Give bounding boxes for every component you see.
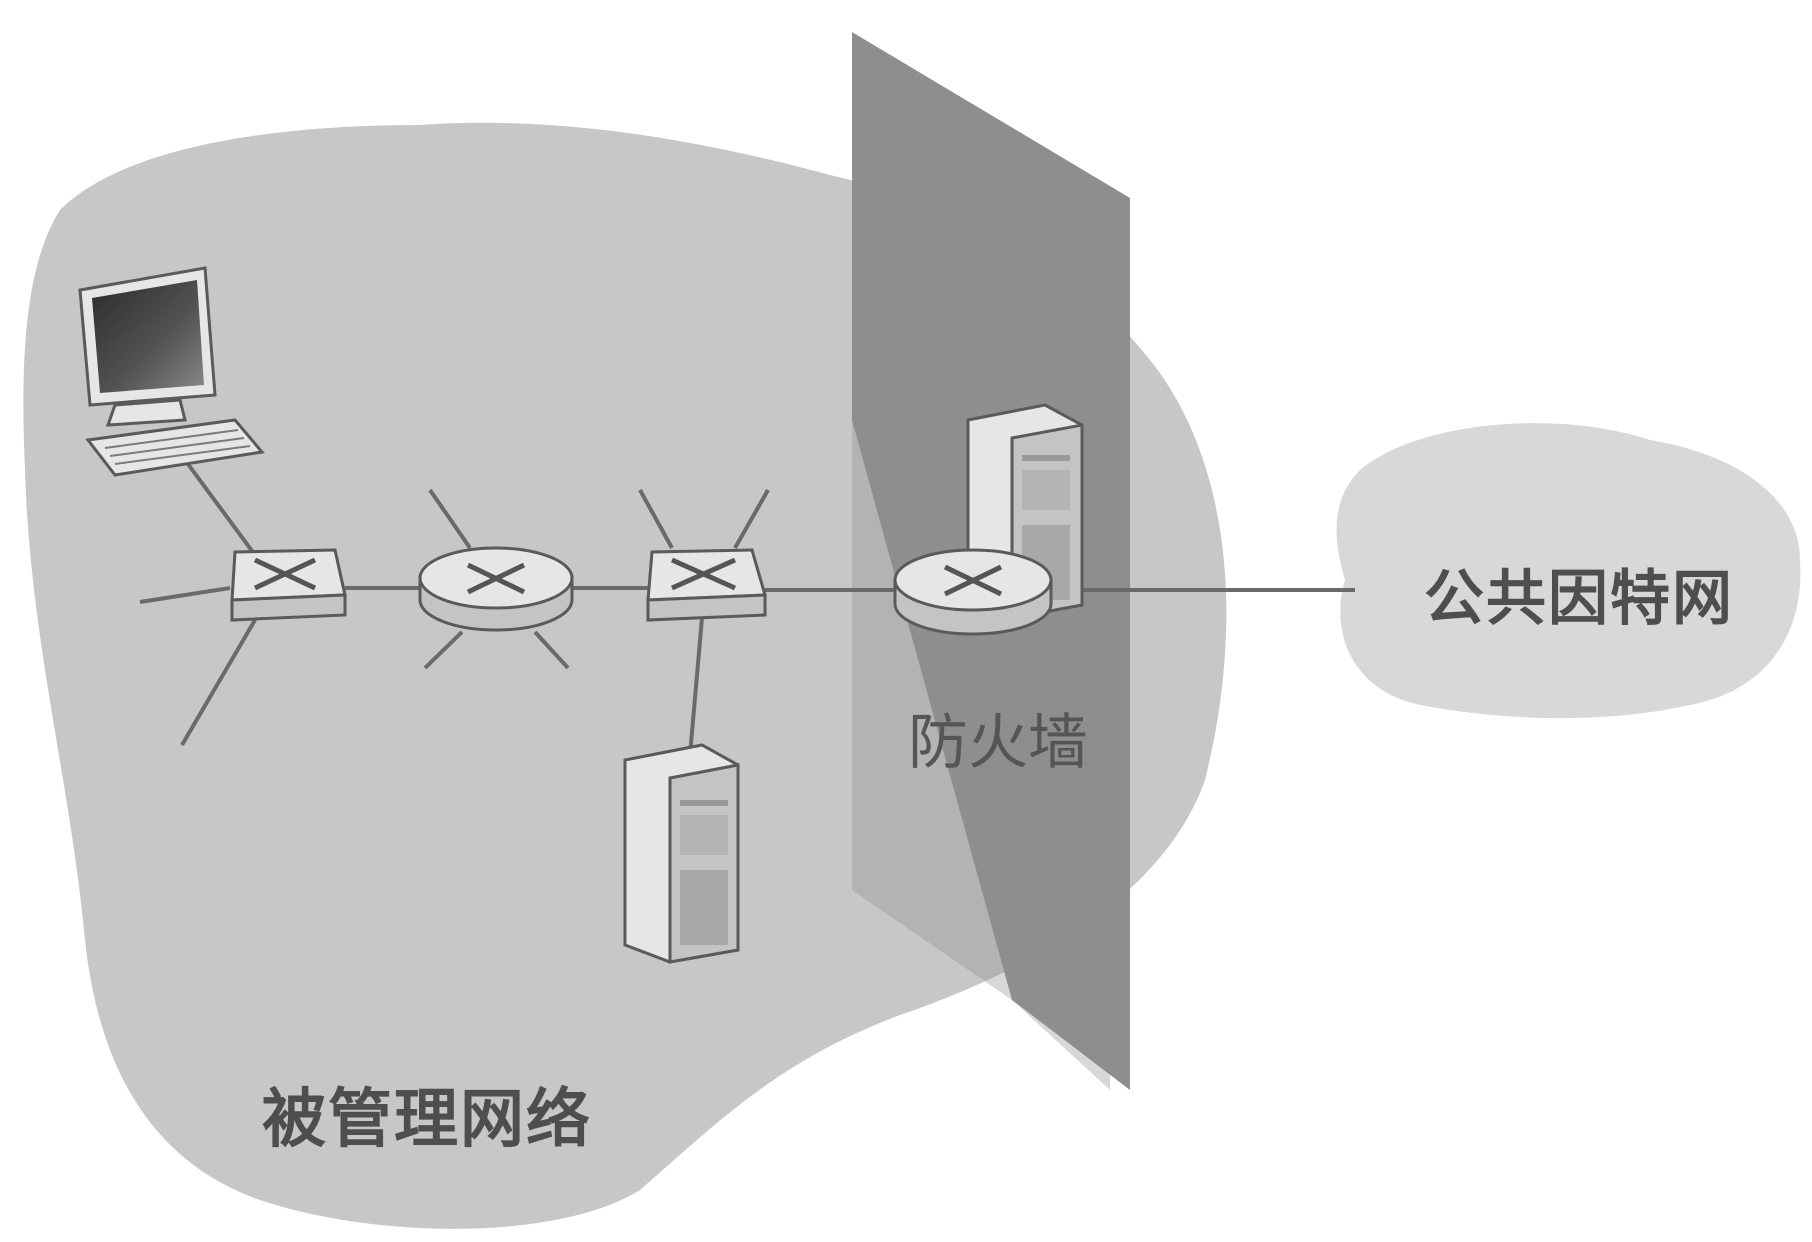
link-workstation-switch bbox=[183, 458, 257, 557]
firewall-label: 防火墙 bbox=[908, 708, 1088, 778]
link-switch2-stub-ul bbox=[638, 489, 674, 549]
link-router-stub-lr bbox=[533, 630, 570, 670]
public-internet-label: 公共因特网 bbox=[1424, 564, 1734, 634]
switch-1-arrows-icon bbox=[253, 557, 317, 591]
firewall-router-arrows-icon bbox=[943, 564, 1003, 597]
switch-2-arrows-icon bbox=[670, 557, 737, 591]
switch-1 bbox=[230, 548, 347, 622]
link-router-stub-ll bbox=[423, 630, 464, 670]
link-router-stub-ul bbox=[428, 488, 472, 550]
switch-2 bbox=[646, 548, 767, 622]
keyboard-keys bbox=[104, 429, 251, 465]
server-1 bbox=[623, 743, 740, 964]
router-1 bbox=[418, 546, 574, 632]
internet-cloud bbox=[1336, 423, 1801, 719]
link-switch2-stub-ur bbox=[733, 489, 770, 549]
router-1-arrows-icon bbox=[466, 562, 526, 595]
monitor-screen bbox=[92, 280, 204, 393]
link-switch2-server bbox=[688, 617, 704, 756]
workstation-computer bbox=[78, 266, 265, 477]
monitor-stand bbox=[105, 398, 187, 427]
managed-network-label: 被管理网络 bbox=[262, 1083, 592, 1157]
link-switch-left-stub bbox=[139, 586, 231, 604]
link-switch-down-stub bbox=[180, 618, 257, 747]
firewall-router bbox=[893, 548, 1053, 636]
network-links bbox=[139, 458, 1355, 756]
